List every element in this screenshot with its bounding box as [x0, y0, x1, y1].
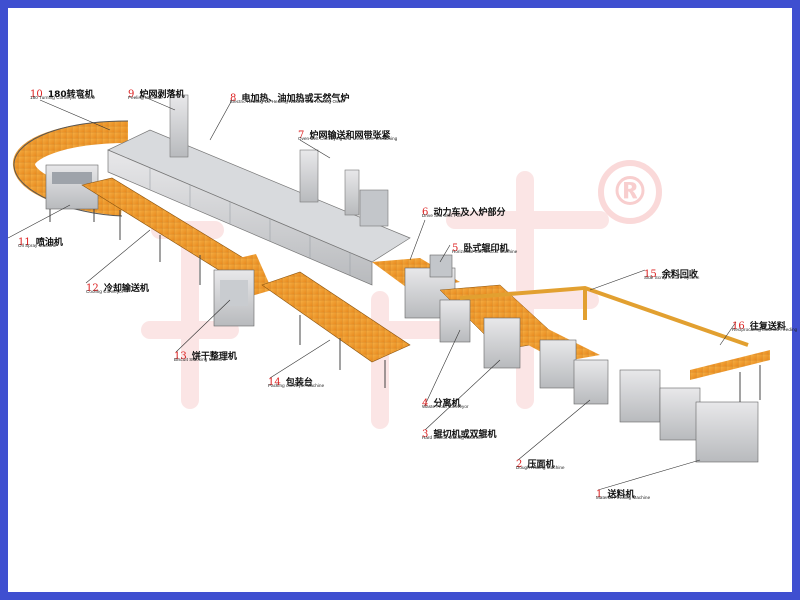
- biscuit-stacking-machine: [213, 254, 272, 327]
- label-12-title: 冷却输送机: [103, 284, 149, 294]
- label-15-title: 余料回收: [661, 270, 698, 280]
- label-6: 6 动力车及入炉部分 Drive and Inlet Part: [422, 202, 505, 218]
- scrap-return-system: [459, 285, 749, 347]
- label-2-title: 压面机: [527, 460, 555, 470]
- label-15-subtitle: Side Scrap Return System: [644, 275, 700, 280]
- label-16-number: 16: [732, 321, 745, 332]
- label-7: 7 炉网输送和网带张紧 Oven Belt Conveying and Mesh…: [298, 125, 397, 141]
- label-6-title: 动力车及入炉部分: [433, 208, 506, 218]
- label-12-subtitle: Cooling Conveyor: [86, 289, 124, 294]
- label-1-number: 1: [596, 489, 603, 500]
- label-3-number: 3: [422, 429, 429, 440]
- label-14: 14 包装台 Packing conveyor Machine: [268, 372, 324, 388]
- label-13-title: 饼干整理机: [191, 352, 237, 362]
- label-5: 5 卧式辊印机 Horizontal Soft Biscuit Machine: [452, 238, 517, 254]
- forming-machines: [439, 299, 759, 463]
- label-5-title: 卧式辊印机: [463, 244, 509, 254]
- label-11-title: 喷油机: [35, 238, 63, 248]
- label-16: 16 往复送料 Reciprocating Material Feeding: [732, 316, 797, 332]
- oven: [107, 94, 411, 286]
- label-5-subtitle: Horizontal Soft Biscuit Machine: [452, 249, 518, 254]
- label-10-subtitle: 180 Turning Conveyor Machine: [30, 95, 96, 100]
- label-1-title: 送料机: [607, 490, 635, 500]
- label-4-title: 分离机: [433, 399, 461, 409]
- label-1-subtitle: Material Feeding Machine: [596, 495, 651, 500]
- label-15: 15 余料回收 Side Scrap Return System: [644, 264, 700, 280]
- label-16-subtitle: Reciprocating Material Feeding: [732, 327, 798, 332]
- label-5-number: 5: [452, 243, 459, 254]
- label-12-number: 12: [86, 283, 99, 294]
- label-2-number: 2: [516, 459, 523, 470]
- label-7-number: 7: [298, 130, 305, 141]
- label-9-number: 9: [128, 89, 135, 100]
- leader-lines: [7, 94, 737, 491]
- label-4: 4 分离机 Waste Flour Conveyor: [422, 393, 469, 409]
- reciprocating-feeder: [690, 350, 770, 402]
- label-10: 10 180转弯机 180 Turning Conveyor Machine: [30, 84, 96, 100]
- label-11-number: 11: [18, 237, 31, 248]
- label-3-title: 辊切机或双辊机: [433, 430, 497, 440]
- label-8-number: 8: [230, 93, 237, 104]
- label-8-title: 电加热、油加热或天然气炉: [241, 94, 350, 104]
- label-2-subtitle: Dough Rolling Machine: [516, 465, 565, 470]
- label-9: 9 炉网剥落机 Peeling Machine: [128, 84, 184, 100]
- label-2: 2 压面机 Dough Rolling Machine: [516, 454, 565, 470]
- label-15-number: 15: [644, 269, 657, 280]
- label-14-number: 14: [268, 377, 281, 388]
- label-7-subtitle: Oven Belt Conveying and Mesh Belt Tensio…: [298, 136, 398, 141]
- label-8: 8 电加热、油加热或天然气炉 Electric Heating Oil Heat…: [230, 88, 349, 104]
- label-12: 12 冷却输送机 Cooling Conveyor: [86, 278, 149, 294]
- label-7-title: 炉网输送和网带张紧: [309, 131, 391, 141]
- label-4-subtitle: Waste Flour Conveyor: [422, 404, 469, 409]
- label-1: 1 送料机 Material Feeding Machine: [596, 484, 650, 500]
- label-13-subtitle: Biscuit Stacking Machine: [174, 357, 227, 362]
- label-3-subtitle: Hard Biscuit Making Machine: [422, 435, 483, 440]
- label-13: 13 饼干整理机 Biscuit Stacking Machine: [174, 346, 237, 362]
- label-8-subtitle: Electric Heating Oil Heating Natural and…: [230, 99, 344, 104]
- label-10-title: 180转弯机: [47, 90, 94, 100]
- label-13-number: 13: [174, 351, 187, 362]
- label-9-title: 炉网剥落机: [139, 90, 185, 100]
- label-9-subtitle: Peeling Machine: [128, 95, 163, 100]
- label-4-number: 4: [422, 398, 429, 409]
- label-6-subtitle: Drive and Inlet Part: [422, 213, 463, 218]
- label-10-number: 10: [30, 89, 43, 100]
- label-16-title: 往复送料: [749, 322, 786, 332]
- registered-trademark-watermark: ®: [598, 160, 662, 224]
- label-14-subtitle: Packing conveyor Machine: [268, 383, 325, 388]
- label-11-subtitle: Oil Spray Machine: [18, 243, 57, 248]
- packing-conveyor: [261, 271, 411, 388]
- label-14-title: 包装台: [285, 378, 313, 388]
- label-3: 3 辊切机或双辊机 Hard Biscuit Making Machine: [422, 424, 496, 440]
- label-6-number: 6: [422, 207, 429, 218]
- label-11: 11 喷油机 Oil Spray Machine: [18, 232, 63, 248]
